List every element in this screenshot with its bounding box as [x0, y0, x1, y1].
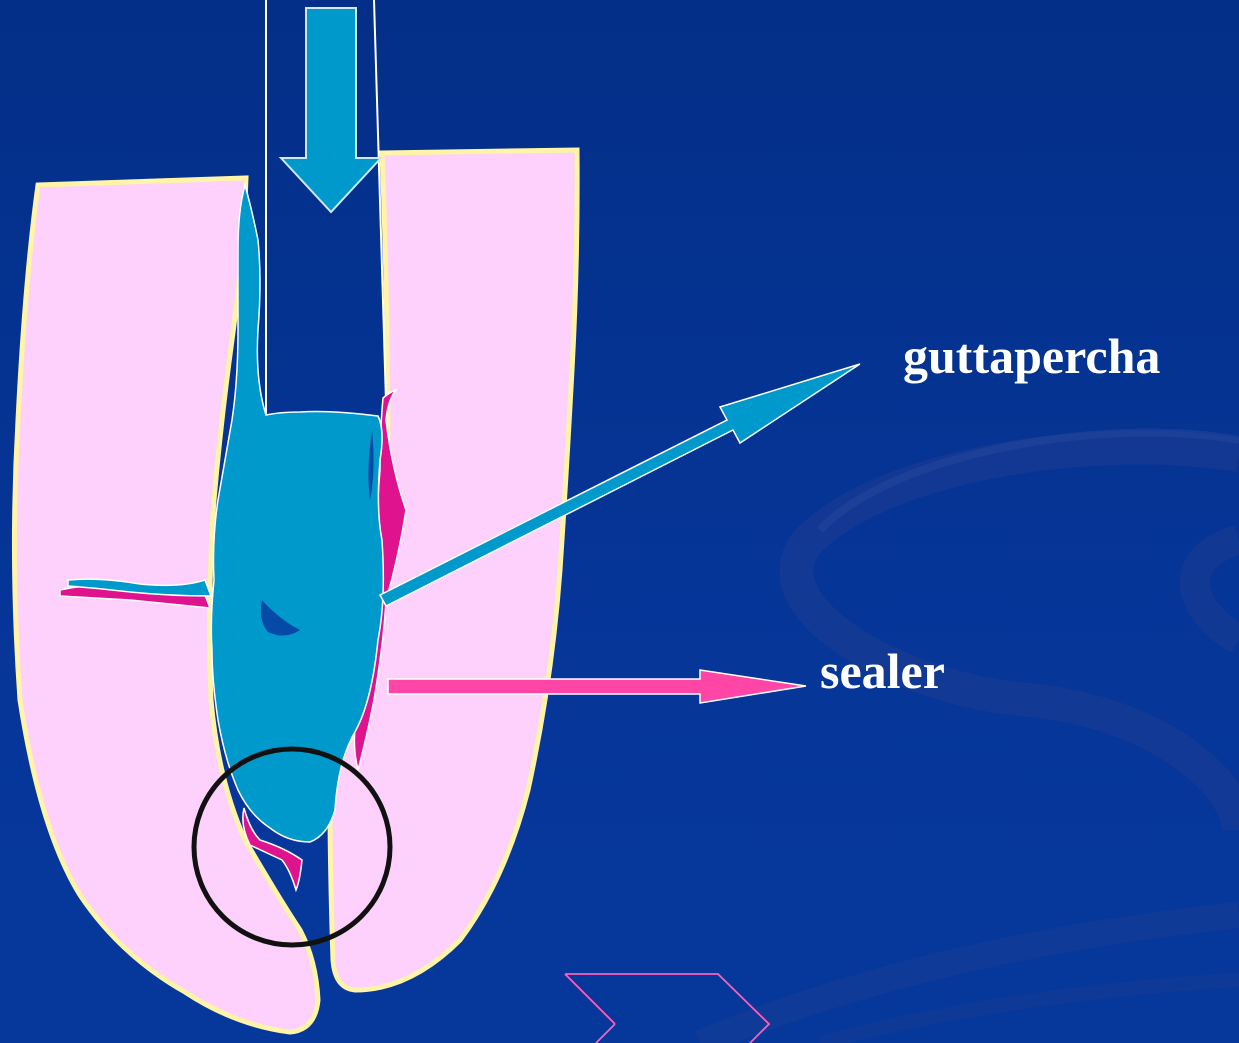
- background-swirls: [700, 433, 1239, 1043]
- guttapercha-label: guttapercha: [903, 331, 1160, 381]
- down-arrow-icon: [281, 8, 381, 212]
- sealer-label: sealer: [820, 646, 945, 696]
